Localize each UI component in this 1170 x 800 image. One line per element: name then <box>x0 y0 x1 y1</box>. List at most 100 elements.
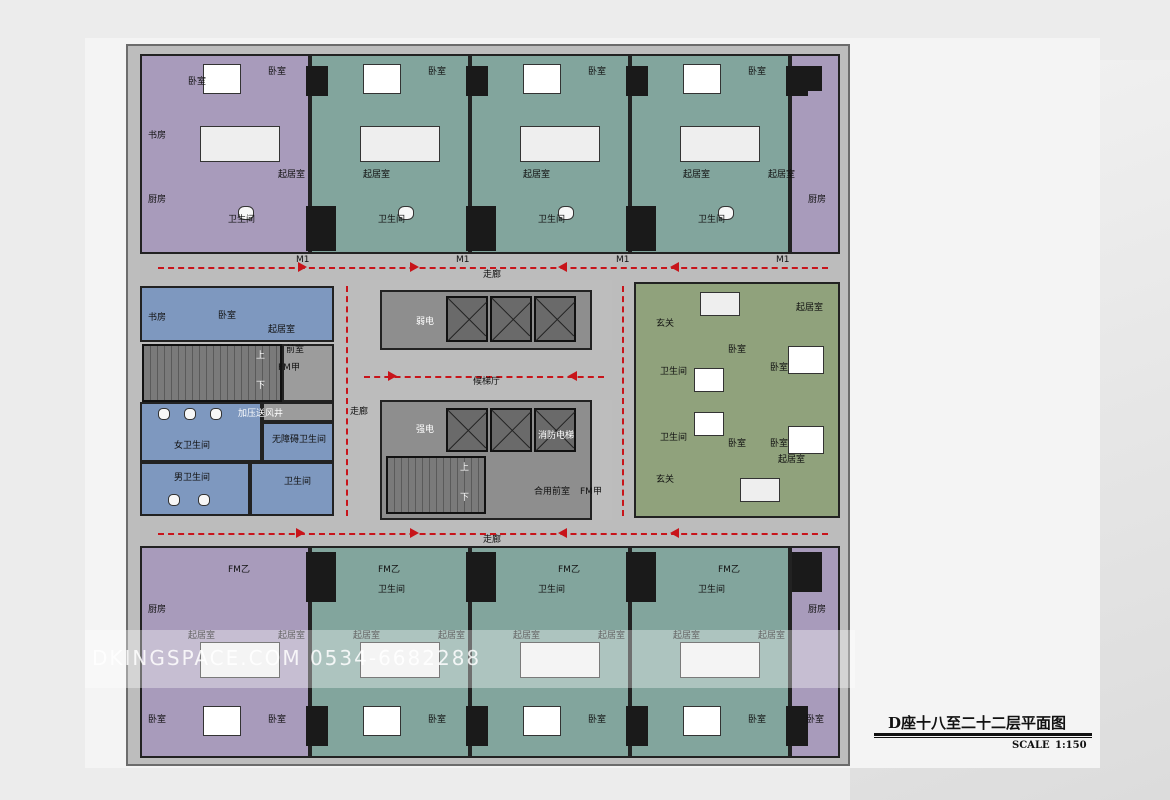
stair-up-label: 上 <box>460 463 470 473</box>
accessible-restroom <box>262 422 334 462</box>
evac-arrow <box>558 528 567 538</box>
living-label: 起居室 <box>188 631 216 641</box>
bath-label: 卫生间 <box>660 433 688 443</box>
bath-label: 卫生间 <box>698 215 726 225</box>
stair-down-label: 下 <box>460 493 470 503</box>
bed <box>203 64 241 94</box>
door-label: FM乙 <box>558 565 580 575</box>
shaft <box>306 206 336 251</box>
bed <box>523 64 561 94</box>
bath-label: 卫生间 <box>660 367 688 377</box>
shaft-label: 加压送风井 <box>238 409 284 419</box>
living-label: 起居室 <box>278 631 306 641</box>
living-label: 起居室 <box>438 631 466 641</box>
toilet <box>238 206 254 220</box>
elevator-shaft <box>490 296 532 342</box>
shaft <box>786 706 808 746</box>
bed <box>694 368 724 392</box>
drawing-title: D座十八至二十二层平面图 <box>888 714 1067 732</box>
elevator-shaft <box>534 296 576 342</box>
shaft <box>626 66 648 96</box>
evac-arrow <box>410 262 419 272</box>
living-label: 起居室 <box>778 455 806 465</box>
kitchen-label: 厨房 <box>808 195 827 205</box>
bedroom-label: 卧室 <box>748 715 767 725</box>
toilet <box>210 408 222 420</box>
door-label: FM乙 <box>718 565 740 575</box>
staircase <box>142 344 282 402</box>
unit-right <box>634 282 840 518</box>
stair-down-label: 下 <box>256 381 266 391</box>
sofa <box>200 126 280 162</box>
watermark-band <box>85 630 855 688</box>
door-label: FM乙 <box>378 565 400 575</box>
strong-current-label: 强电 <box>416 425 435 435</box>
sofa <box>700 292 740 316</box>
evac-route <box>158 533 828 535</box>
shaft <box>626 552 656 602</box>
bedroom-label: 卧室 <box>428 67 447 77</box>
bed <box>683 706 721 736</box>
living-label: 起居室 <box>363 170 391 180</box>
stair-up-label: 上 <box>256 351 266 361</box>
bedroom-label: 卧室 <box>728 345 747 355</box>
bedroom-label: 卧室 <box>588 67 607 77</box>
bedroom-label: 卧室 <box>268 67 287 77</box>
corridor-label: 走廊 <box>483 535 502 545</box>
toilet <box>718 206 734 220</box>
title-underline-thin <box>874 737 1092 738</box>
sofa <box>740 478 780 502</box>
bedroom-label: 卧室 <box>588 715 607 725</box>
weak-current-label: 弱电 <box>416 317 435 327</box>
unit-left <box>140 286 334 342</box>
stair-front-room <box>282 344 334 402</box>
evac-arrow <box>670 262 679 272</box>
bed <box>788 426 824 454</box>
fire-elevator-label: 消防电梯 <box>538 431 575 441</box>
bath-label: 卫生间 <box>378 215 406 225</box>
sofa <box>680 642 760 678</box>
toilet <box>158 408 170 420</box>
staircase <box>386 456 486 514</box>
bedroom-label: 卧室 <box>428 715 447 725</box>
living-label: 起居室 <box>598 631 626 641</box>
bath-label: 卫生间 <box>698 585 726 595</box>
living-label: 起居室 <box>768 170 796 180</box>
door-label: M1 <box>456 255 470 265</box>
bedroom-label: 卧室 <box>728 439 747 449</box>
toilet <box>398 206 414 220</box>
bed <box>788 346 824 374</box>
living-label: 起居室 <box>513 631 541 641</box>
bath-label: 卫生间 <box>378 585 406 595</box>
foyer-label: 玄关 <box>656 475 675 485</box>
toilet <box>184 408 196 420</box>
living-label: 起居室 <box>758 631 786 641</box>
evac-arrow <box>298 262 307 272</box>
shaft <box>466 552 496 602</box>
living-label: 起居室 <box>353 631 381 641</box>
bedroom-label: 卧室 <box>770 439 789 449</box>
bed <box>203 706 241 736</box>
shaft <box>626 206 656 251</box>
floor-plan: 卧室 卧室 卧室 卧室 卧室 书房 厨房 起居室 起居室 起居室 起居室 起居室… <box>126 44 850 766</box>
evac-arrow <box>670 528 679 538</box>
bedroom-label: 卧室 <box>188 77 207 87</box>
elevator-shaft <box>490 408 532 452</box>
living-label: 起居室 <box>673 631 701 641</box>
corridor-label: 走廊 <box>483 270 502 280</box>
bath-label: 卫生间 <box>538 215 566 225</box>
door-label: FM甲 <box>580 487 602 497</box>
sofa <box>680 126 760 162</box>
lobby-label: 合用前室 <box>534 487 571 497</box>
kitchen-label: 厨房 <box>148 605 167 615</box>
men-restroom <box>140 462 250 516</box>
shaft <box>306 706 328 746</box>
sofa <box>200 642 280 678</box>
living-label: 起居室 <box>683 170 711 180</box>
door-label: M1 <box>296 255 310 265</box>
door-label: FM甲 <box>278 363 300 373</box>
kitchen-label: 厨房 <box>148 195 167 205</box>
bedroom-label: 卧室 <box>218 311 237 321</box>
study-label: 书房 <box>148 313 167 323</box>
elevator-shaft <box>446 296 488 342</box>
